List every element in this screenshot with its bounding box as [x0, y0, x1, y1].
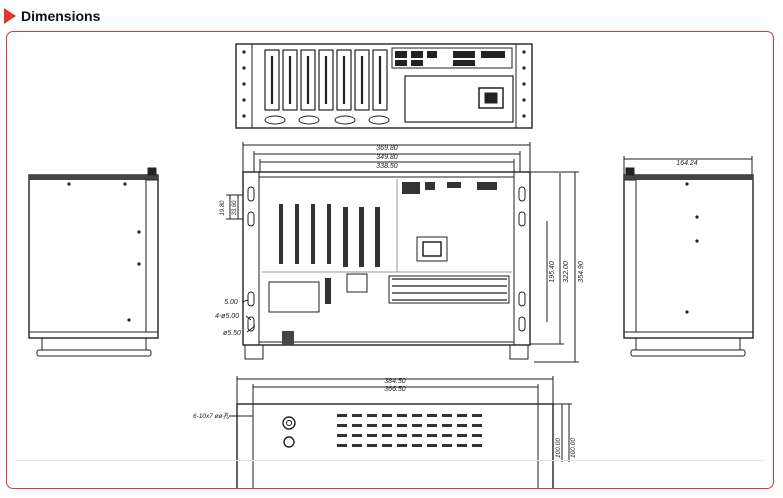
front-hole-dim-2: 4-ø5.00 — [215, 313, 239, 320]
front-height-1: 195.40 — [549, 261, 556, 283]
left-side-view — [28, 167, 159, 357]
front-left-dim-2: 33.60 — [232, 200, 238, 216]
bottom-width-2: 366.50 — [384, 386, 406, 393]
front-height-3: 354.90 — [578, 261, 585, 283]
right-side-view: 164.24 — [623, 156, 754, 357]
dimensions-panel: 164.24 369.80 349.80 338.50 — [6, 31, 774, 489]
front-width-2: 349.80 — [376, 154, 398, 161]
front-view: 369.80 349.80 338.50 — [215, 142, 585, 363]
section-header: Dimensions — [4, 5, 100, 27]
right-depth-dim: 164.24 — [676, 160, 698, 167]
play-triangle-icon — [4, 8, 16, 24]
bottom-view: 384.50 366.50 6-10x7 øø孔 100.00 100.00 — [193, 376, 577, 488]
bottom-vert-dim-1: 100.00 — [555, 438, 562, 458]
front-width-3: 338.50 — [376, 163, 398, 170]
front-hole-dim-3: ø5.50 — [223, 330, 241, 337]
top-view — [235, 43, 533, 129]
front-width-1: 369.80 — [376, 145, 398, 152]
divider — [15, 460, 765, 461]
section-title: Dimensions — [21, 8, 101, 24]
bottom-holes-label: 6-10x7 øø孔 — [193, 412, 230, 420]
front-height-2: 322.00 — [563, 261, 570, 283]
front-left-dim-1: 19.80 — [220, 200, 226, 216]
bottom-vert-dim-2: 100.00 — [570, 438, 577, 458]
dimension-drawing: 164.24 369.80 349.80 338.50 — [28, 43, 754, 488]
front-hole-dim-1: 5.00 — [224, 299, 238, 306]
bottom-width-1: 384.50 — [384, 378, 406, 385]
